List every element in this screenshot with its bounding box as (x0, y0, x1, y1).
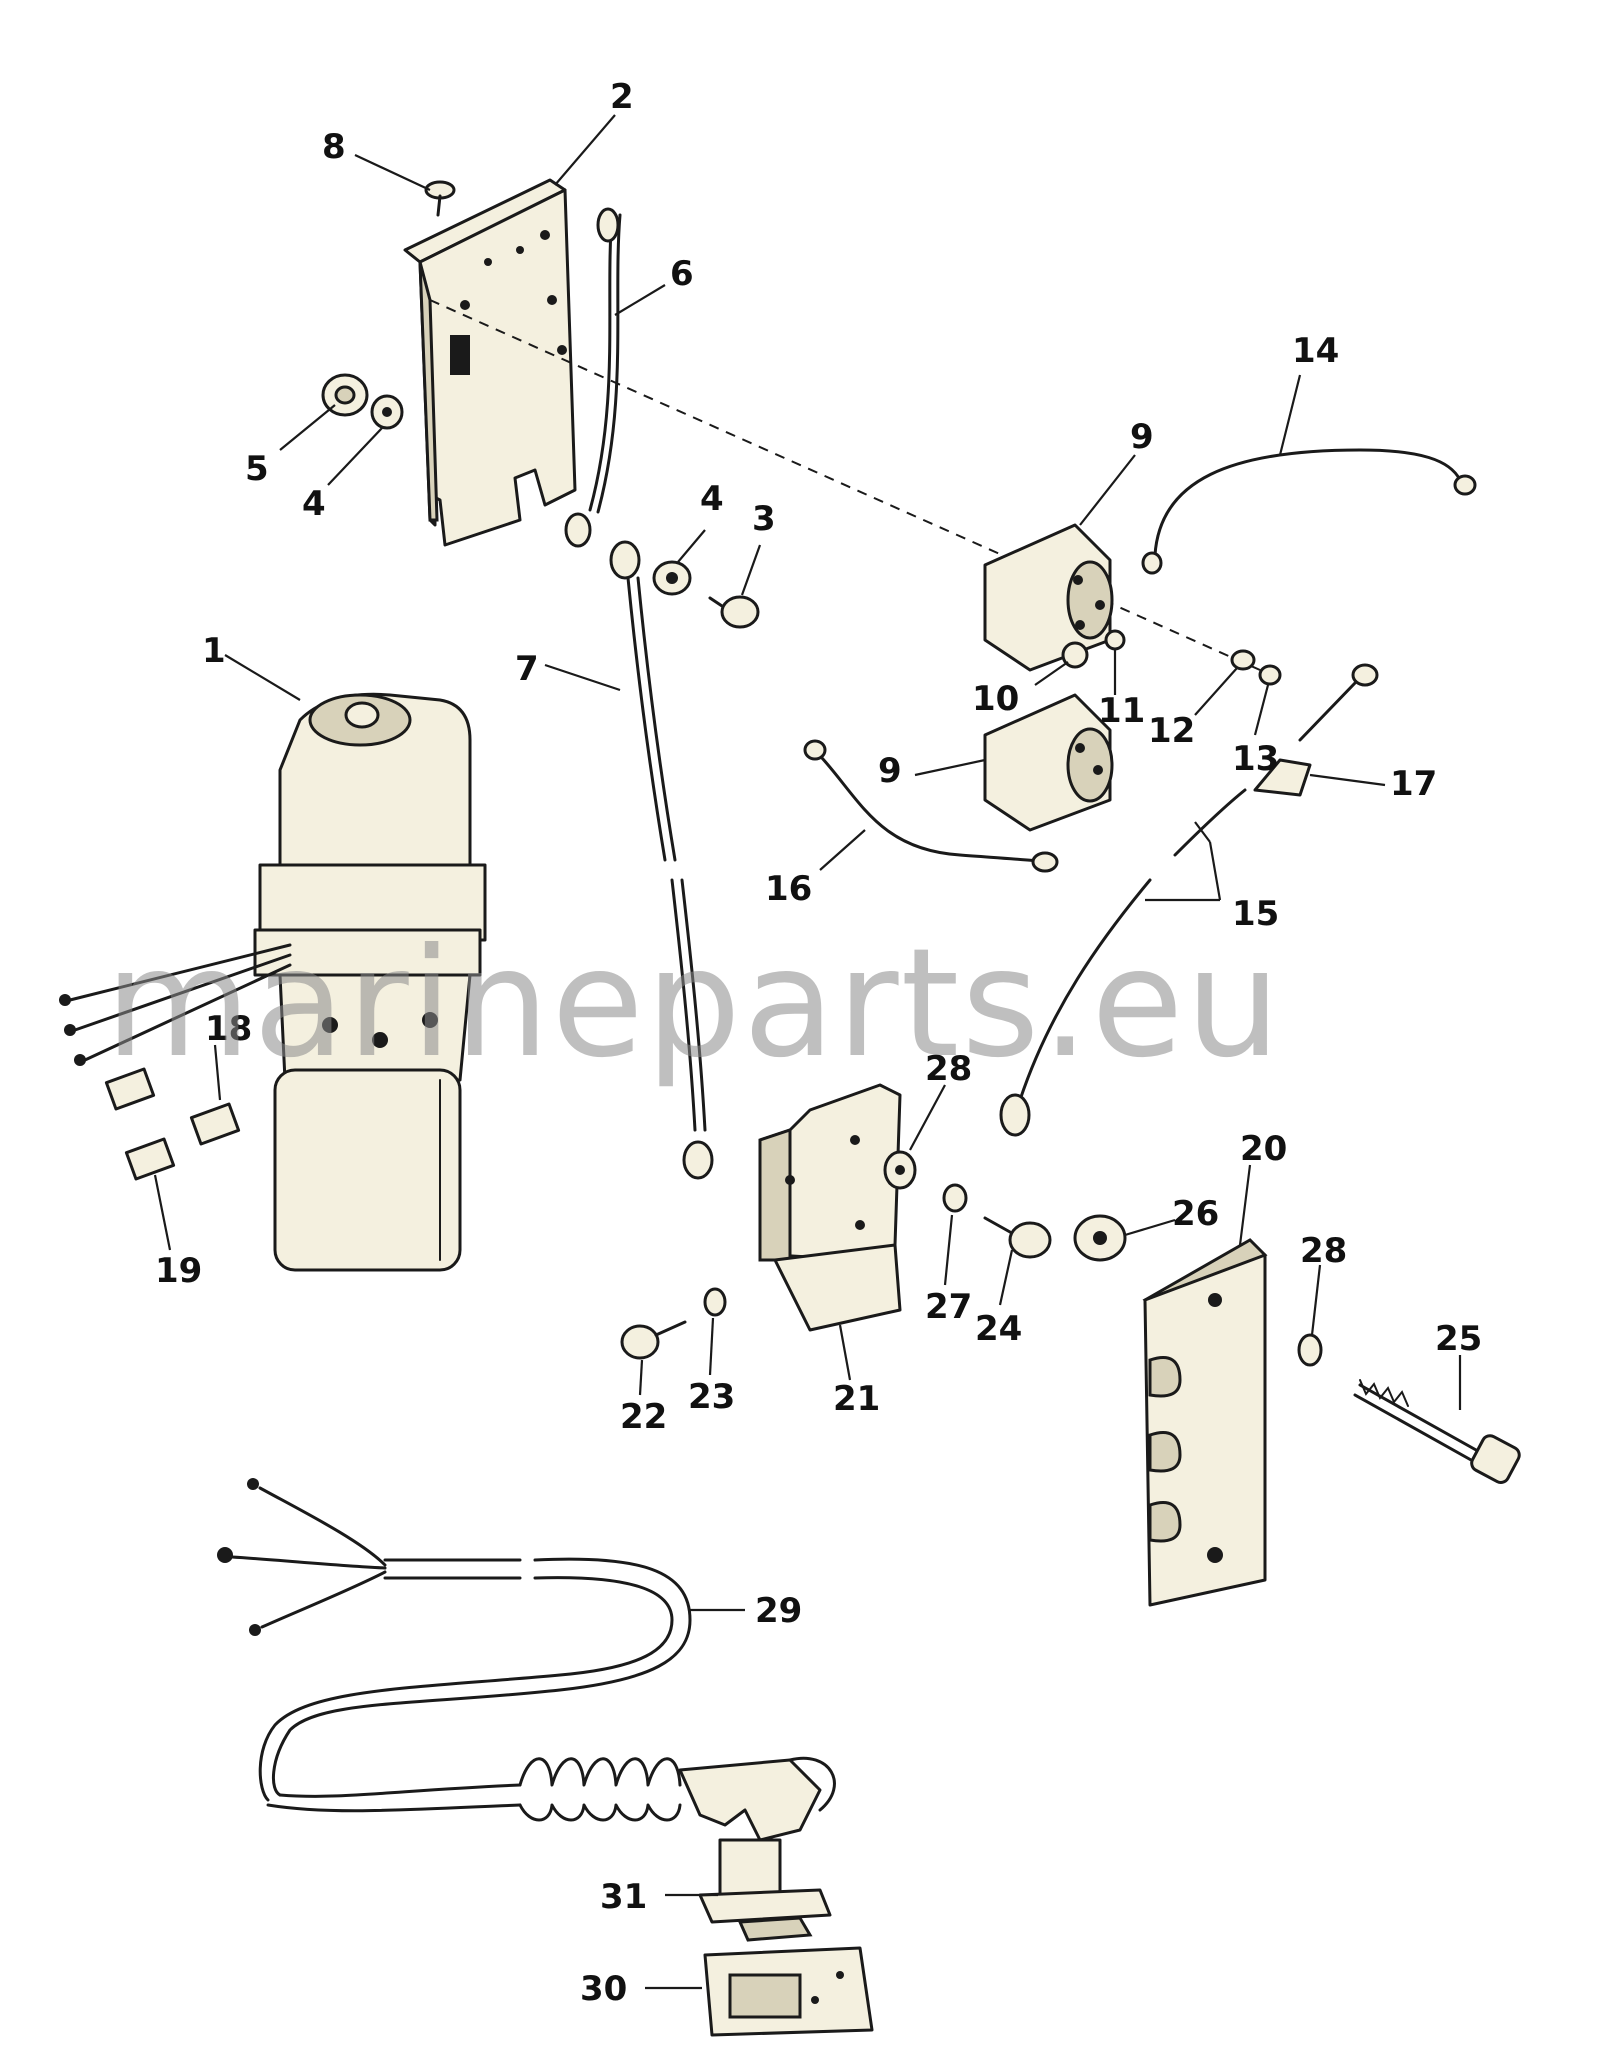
washer-23 (703, 1287, 727, 1317)
mounting-bracket (403, 178, 577, 547)
screw-8 (424, 180, 456, 217)
callout-29: 29 (755, 1591, 802, 1631)
callout-19: 19 (155, 1251, 202, 1291)
callout-22: 22 (620, 1397, 667, 1437)
callout-5: 5 (245, 449, 269, 489)
callout-25: 25 (1435, 1319, 1482, 1359)
nut-11 (1104, 629, 1126, 651)
cable-16 (803, 739, 1059, 873)
harness-29 (217, 1478, 836, 1842)
callout-18: 18 (205, 1009, 252, 1049)
ground-strap-6 (564, 207, 622, 548)
callout-16: 16 (765, 869, 812, 909)
callout-28-left: 28 (925, 1049, 972, 1089)
washer-4-right (652, 560, 692, 596)
callout-31: 31 (600, 1877, 647, 1917)
callout-24: 24 (975, 1309, 1022, 1349)
bolt-25 (1353, 1379, 1521, 1484)
washer-27 (942, 1183, 968, 1213)
cable-15 (999, 663, 1379, 1137)
callout-23: 23 (688, 1377, 735, 1417)
screw-10 (1061, 641, 1089, 669)
callout-15: 15 (1232, 894, 1279, 934)
callout-4-left: 4 (302, 484, 326, 524)
callout-10: 10 (972, 679, 1019, 719)
washer-28-left (883, 1150, 917, 1190)
pump-motor-1 (253, 692, 487, 1272)
solenoid-9-lower (983, 693, 1114, 832)
cable-7 (609, 540, 714, 1180)
nut-26 (1073, 1214, 1127, 1262)
washer-28-right (1297, 1333, 1323, 1367)
cable-14 (1141, 448, 1477, 575)
solenoid-9-upper (983, 523, 1114, 672)
fitting-19 (124, 1137, 176, 1181)
callout-21: 21 (833, 1379, 880, 1419)
terminal-block-20 (1142, 1238, 1268, 1607)
motor-leads (59, 943, 292, 1066)
plate-30 (703, 1946, 874, 2037)
callout-1: 1 (202, 631, 226, 671)
bracket-21 (758, 1083, 902, 1332)
fitting-18 (104, 1067, 241, 1146)
callout-30: 30 (580, 1969, 627, 2009)
connector-31 (698, 1838, 832, 1942)
callout-13: 13 (1232, 739, 1279, 779)
washer-4-left (370, 394, 404, 430)
washer-12 (1230, 649, 1256, 671)
watermark-text: marineparts.eu (105, 917, 1283, 1091)
callout-8: 8 (322, 127, 346, 167)
callout-14: 14 (1292, 331, 1339, 371)
callout-3: 3 (752, 499, 776, 539)
callout-26: 26 (1172, 1194, 1219, 1234)
callouts: 2 8 6 5 4 4 3 7 1 9 14 10 11 12 13 9 17 … (155, 77, 1482, 2009)
callout-27: 27 (925, 1287, 972, 1327)
callout-17: 17 (1390, 764, 1437, 804)
screw-3 (708, 595, 760, 629)
boot-17 (1253, 758, 1312, 797)
callout-9-upper: 9 (1130, 417, 1154, 457)
callout-28-right: 28 (1300, 1231, 1347, 1271)
nut-13 (1258, 664, 1282, 686)
callout-9-lower: 9 (878, 751, 902, 791)
callout-4-right: 4 (700, 479, 724, 519)
callout-7: 7 (515, 649, 539, 689)
callout-20: 20 (1240, 1129, 1287, 1169)
callout-11: 11 (1098, 691, 1145, 731)
callout-6: 6 (670, 254, 694, 294)
screw-24 (983, 1216, 1052, 1259)
callout-12: 12 (1148, 711, 1195, 751)
screw-22 (620, 1320, 687, 1360)
callout-2: 2 (610, 77, 634, 117)
leader-lines (153, 114, 1462, 1990)
